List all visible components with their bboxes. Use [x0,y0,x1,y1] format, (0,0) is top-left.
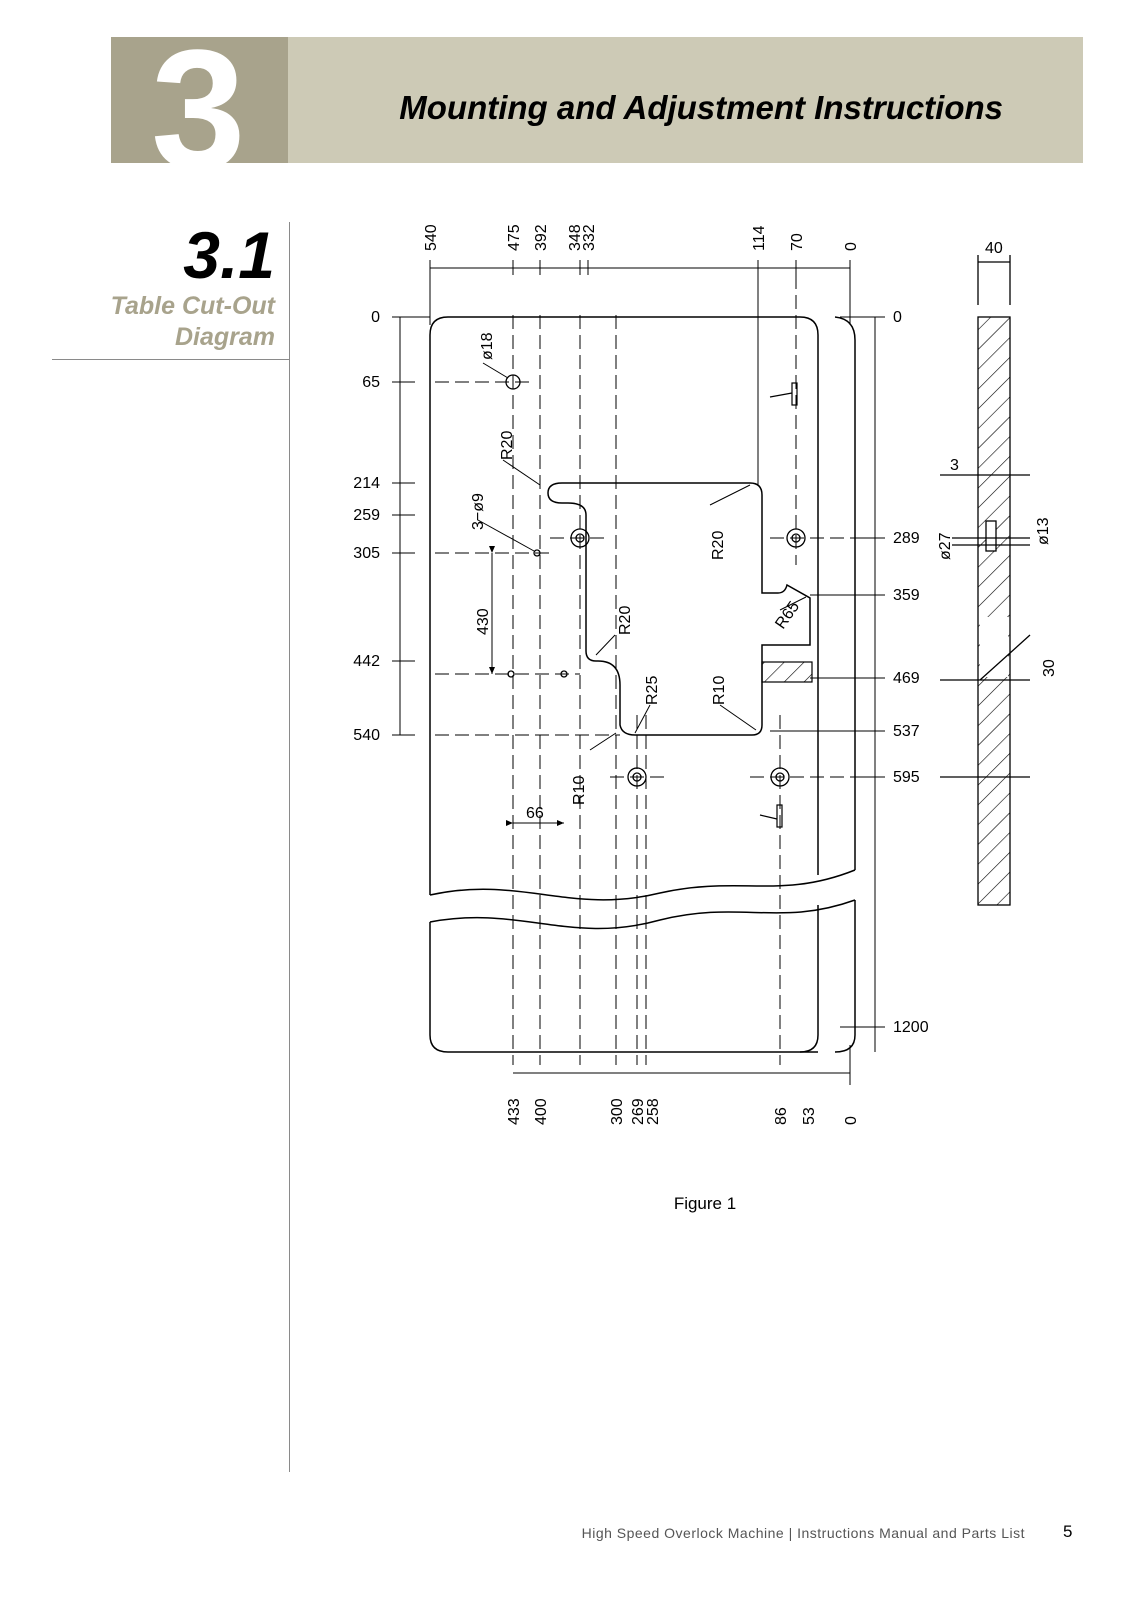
top-dim-label: 348 [567,224,584,251]
right-dim-label: 289 [893,530,920,547]
top-dimension-labels: 540 475 392 348 332 114 70 0 [423,224,860,251]
right-dimension-labels: 0 289 359 469 537 595 1200 [893,309,929,1036]
left-dim-label: 214 [353,475,380,492]
side-label-3: 3 [950,457,959,474]
left-dim-label: 442 [353,653,380,670]
top-dim-label: 114 [751,225,768,251]
bottom-dim-label: 269 [630,1098,647,1125]
chapter-header-bar: Mounting and Adjustment Instructions [288,37,1083,163]
table-outline-lower-right [799,905,819,1053]
spacing-label-66: 66 [526,805,544,822]
bottom-dim-label: 258 [645,1098,662,1125]
chapter-number: 3 [151,37,246,163]
bottom-dim-label: 86 [773,1107,790,1125]
section-view [977,316,1011,906]
hole-label-3d9: 3−ø9 [470,493,487,530]
left-dim-label: 65 [362,374,380,391]
cutout-diagram-svg: 540 475 392 348 332 114 70 0 433 400 300… [353,224,1058,1125]
right-dim-label: 537 [893,723,920,740]
radius-label-r20: R20 [499,431,516,460]
bottom-dim-label: 300 [609,1098,626,1125]
table-outline-lower [429,922,818,1053]
side-label-40: 40 [985,240,1003,257]
top-dim-label: 0 [843,242,860,251]
table-outline-upper [429,316,819,895]
side-label-30: 30 [1041,659,1058,677]
section-divider [52,359,290,360]
top-dim-label: 332 [581,224,598,251]
right-dim-label: 359 [893,587,920,604]
hole-label-d18: ø18 [479,332,496,360]
right-dim-label: 595 [893,769,920,786]
radius-label-r20: R20 [710,531,727,560]
cutout-outline [547,482,811,736]
spacing-label-430: 430 [475,608,492,635]
bottom-dimension-labels: 433 400 300 269 258 86 53 0 [506,1098,860,1125]
break-line-lower [429,899,856,930]
left-dim-label: 0 [371,309,380,326]
table-edge-lower [834,900,856,1053]
figure-caption: Figure 1 [673,1194,737,1213]
chapter-number-box: 3 [111,37,288,163]
top-dim-label: 540 [423,224,440,251]
section-number: 3.1 [183,218,275,292]
left-dimension-labels: 0 65 214 259 305 442 540 [353,309,380,744]
hole-label-d27: ø27 [937,532,954,560]
hatched-block [761,661,813,683]
left-dim-label: 259 [353,507,380,524]
bottom-dim-label: 53 [801,1107,818,1125]
radius-label-r25: R25 [644,676,661,705]
sidebar-divider [289,222,290,1472]
radius-label-r10: R10 [711,676,728,705]
bottom-dim-label: 433 [506,1098,523,1125]
top-dim-label: 70 [789,233,806,251]
bottom-dim-label: 400 [533,1098,550,1125]
right-dim-label: 469 [893,670,920,687]
table-cutout-drawing: 540 475 392 348 332 114 70 0 433 400 300… [340,215,1100,1180]
top-dim-label: 475 [506,224,523,251]
radius-label-r65: R65 [772,598,803,632]
break-line-upper [429,869,856,901]
right-dim-label: 0 [893,309,902,326]
top-dim-label: 392 [533,224,550,251]
section-title-line1: Table Cut-Out [110,292,275,320]
page-number: 5 [1063,1522,1073,1541]
left-dim-label: 540 [353,727,380,744]
chapter-title: Mounting and Adjustment Instructions [399,89,1003,126]
section-title: Table Cut-Out Diagram [35,291,275,353]
radius-label-r10: R10 [571,776,588,805]
section-title-line2: Diagram [174,323,275,351]
footer-text: High Speed Overlock Machine | Instructio… [581,1525,1025,1541]
left-dim-label: 305 [353,545,380,562]
right-dim-label: 1200 [893,1019,929,1036]
bottom-dim-label: 0 [843,1116,860,1125]
radius-label-r20: R20 [617,606,634,635]
hole-label-d13: ø13 [1035,517,1052,545]
table-edge-line [834,316,856,870]
